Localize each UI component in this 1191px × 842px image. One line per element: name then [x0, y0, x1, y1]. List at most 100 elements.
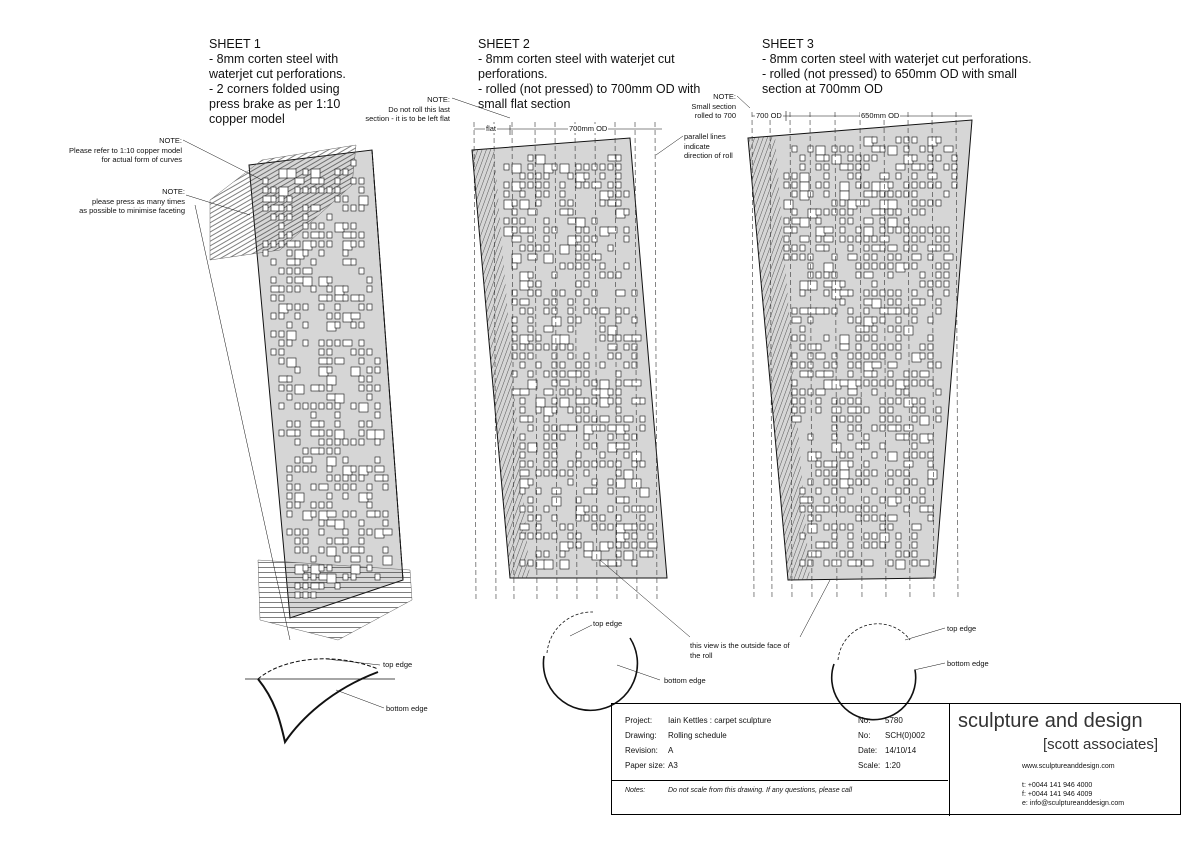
sheet1-perforations: [262, 159, 393, 599]
perforation: [599, 325, 606, 333]
perforation: [559, 190, 566, 198]
perforation: [863, 496, 870, 504]
perforation: [302, 537, 309, 545]
perforation: [903, 262, 910, 270]
perforation: [551, 352, 558, 360]
perforation: [350, 321, 357, 329]
drawing-value: Rolling schedule: [668, 731, 727, 740]
perforation: [823, 478, 830, 486]
perforation: [567, 307, 574, 315]
perforation: [871, 280, 878, 288]
perforation: [326, 348, 333, 356]
perforation: [615, 307, 622, 315]
perforation: [350, 177, 357, 185]
perforation: [615, 424, 626, 435]
perforation: [607, 397, 614, 405]
perforation: [799, 532, 806, 540]
perforation: [358, 348, 365, 356]
perforation: [847, 424, 854, 432]
perforation: [543, 451, 550, 459]
perforation: [583, 505, 590, 513]
perforation: [807, 316, 814, 324]
perforation: [783, 226, 794, 234]
perforation: [583, 235, 590, 243]
perforation: [623, 433, 630, 441]
perforation: [543, 469, 550, 477]
perforation: [863, 316, 874, 327]
perforation: [543, 343, 550, 351]
perforation: [599, 226, 610, 237]
perforation: [839, 181, 850, 192]
perforation: [334, 285, 345, 296]
perforation: [799, 163, 806, 171]
perforation: [927, 379, 934, 387]
perforation: [839, 226, 846, 234]
perforation: [839, 343, 850, 351]
perforation: [350, 222, 357, 230]
perforation: [799, 334, 806, 342]
perforation: [615, 289, 626, 297]
perforation: [543, 307, 550, 315]
perforation: [278, 384, 285, 392]
perforation: [919, 343, 926, 351]
perforation: [519, 451, 526, 459]
perforation: [927, 154, 934, 162]
perforation: [326, 438, 333, 446]
perforation: [903, 433, 910, 441]
perforation: [623, 208, 630, 216]
perforation: [278, 303, 289, 314]
perforation: [615, 388, 622, 396]
sheet2-note-parallel: parallel lines indicate direction of rol…: [684, 132, 733, 160]
sheet1-group: [182, 139, 413, 745]
perforation: [783, 181, 790, 189]
perforation: [783, 172, 790, 180]
perforation: [799, 244, 806, 252]
perforation: [887, 217, 898, 228]
perforation: [871, 361, 882, 369]
perforation: [358, 474, 365, 482]
perforation: [895, 208, 902, 216]
perforation: [895, 469, 902, 477]
perforation: [831, 541, 838, 549]
perforation: [326, 546, 337, 557]
perforation: [887, 370, 894, 378]
perforation: [879, 514, 886, 522]
perforation: [294, 267, 301, 275]
paper-size-value: A3: [668, 761, 678, 770]
perforation: [527, 424, 534, 432]
perforation: [559, 433, 566, 441]
perforation: [535, 550, 542, 558]
perforation: [847, 451, 854, 459]
perforation: [791, 361, 798, 369]
sheet3-specs: - 8mm corten steel with waterjet cut per…: [762, 52, 1032, 96]
perforation: [919, 163, 926, 171]
sheet2-dim-700: 700mm OD: [568, 124, 609, 133]
perforation: [871, 298, 882, 309]
perforation: [799, 217, 810, 228]
perforation: [326, 231, 333, 239]
perforation: [903, 136, 910, 144]
perforation: [334, 294, 345, 302]
perforation: [310, 231, 321, 239]
perforation: [310, 384, 321, 392]
perforation: [791, 244, 798, 252]
perforation: [911, 154, 918, 162]
perforation: [887, 523, 894, 531]
perforation: [326, 384, 333, 392]
perforation: [783, 217, 790, 225]
perforation: [511, 316, 518, 324]
perforation: [294, 240, 301, 248]
perforation: [615, 352, 622, 360]
sheet1-top-edge-label: top edge: [383, 660, 413, 669]
title-block-fields: Project: Iain Kettles : carpet sculpture…: [612, 704, 948, 781]
perforation: [342, 573, 349, 581]
perforation: [318, 564, 325, 572]
perforation: [342, 204, 349, 212]
perforation: [847, 523, 854, 531]
perforation: [567, 352, 574, 360]
perforation: [326, 240, 333, 248]
perforation: [623, 262, 630, 270]
perforation: [591, 253, 602, 261]
perforation: [318, 546, 325, 554]
perforation: [927, 334, 934, 342]
